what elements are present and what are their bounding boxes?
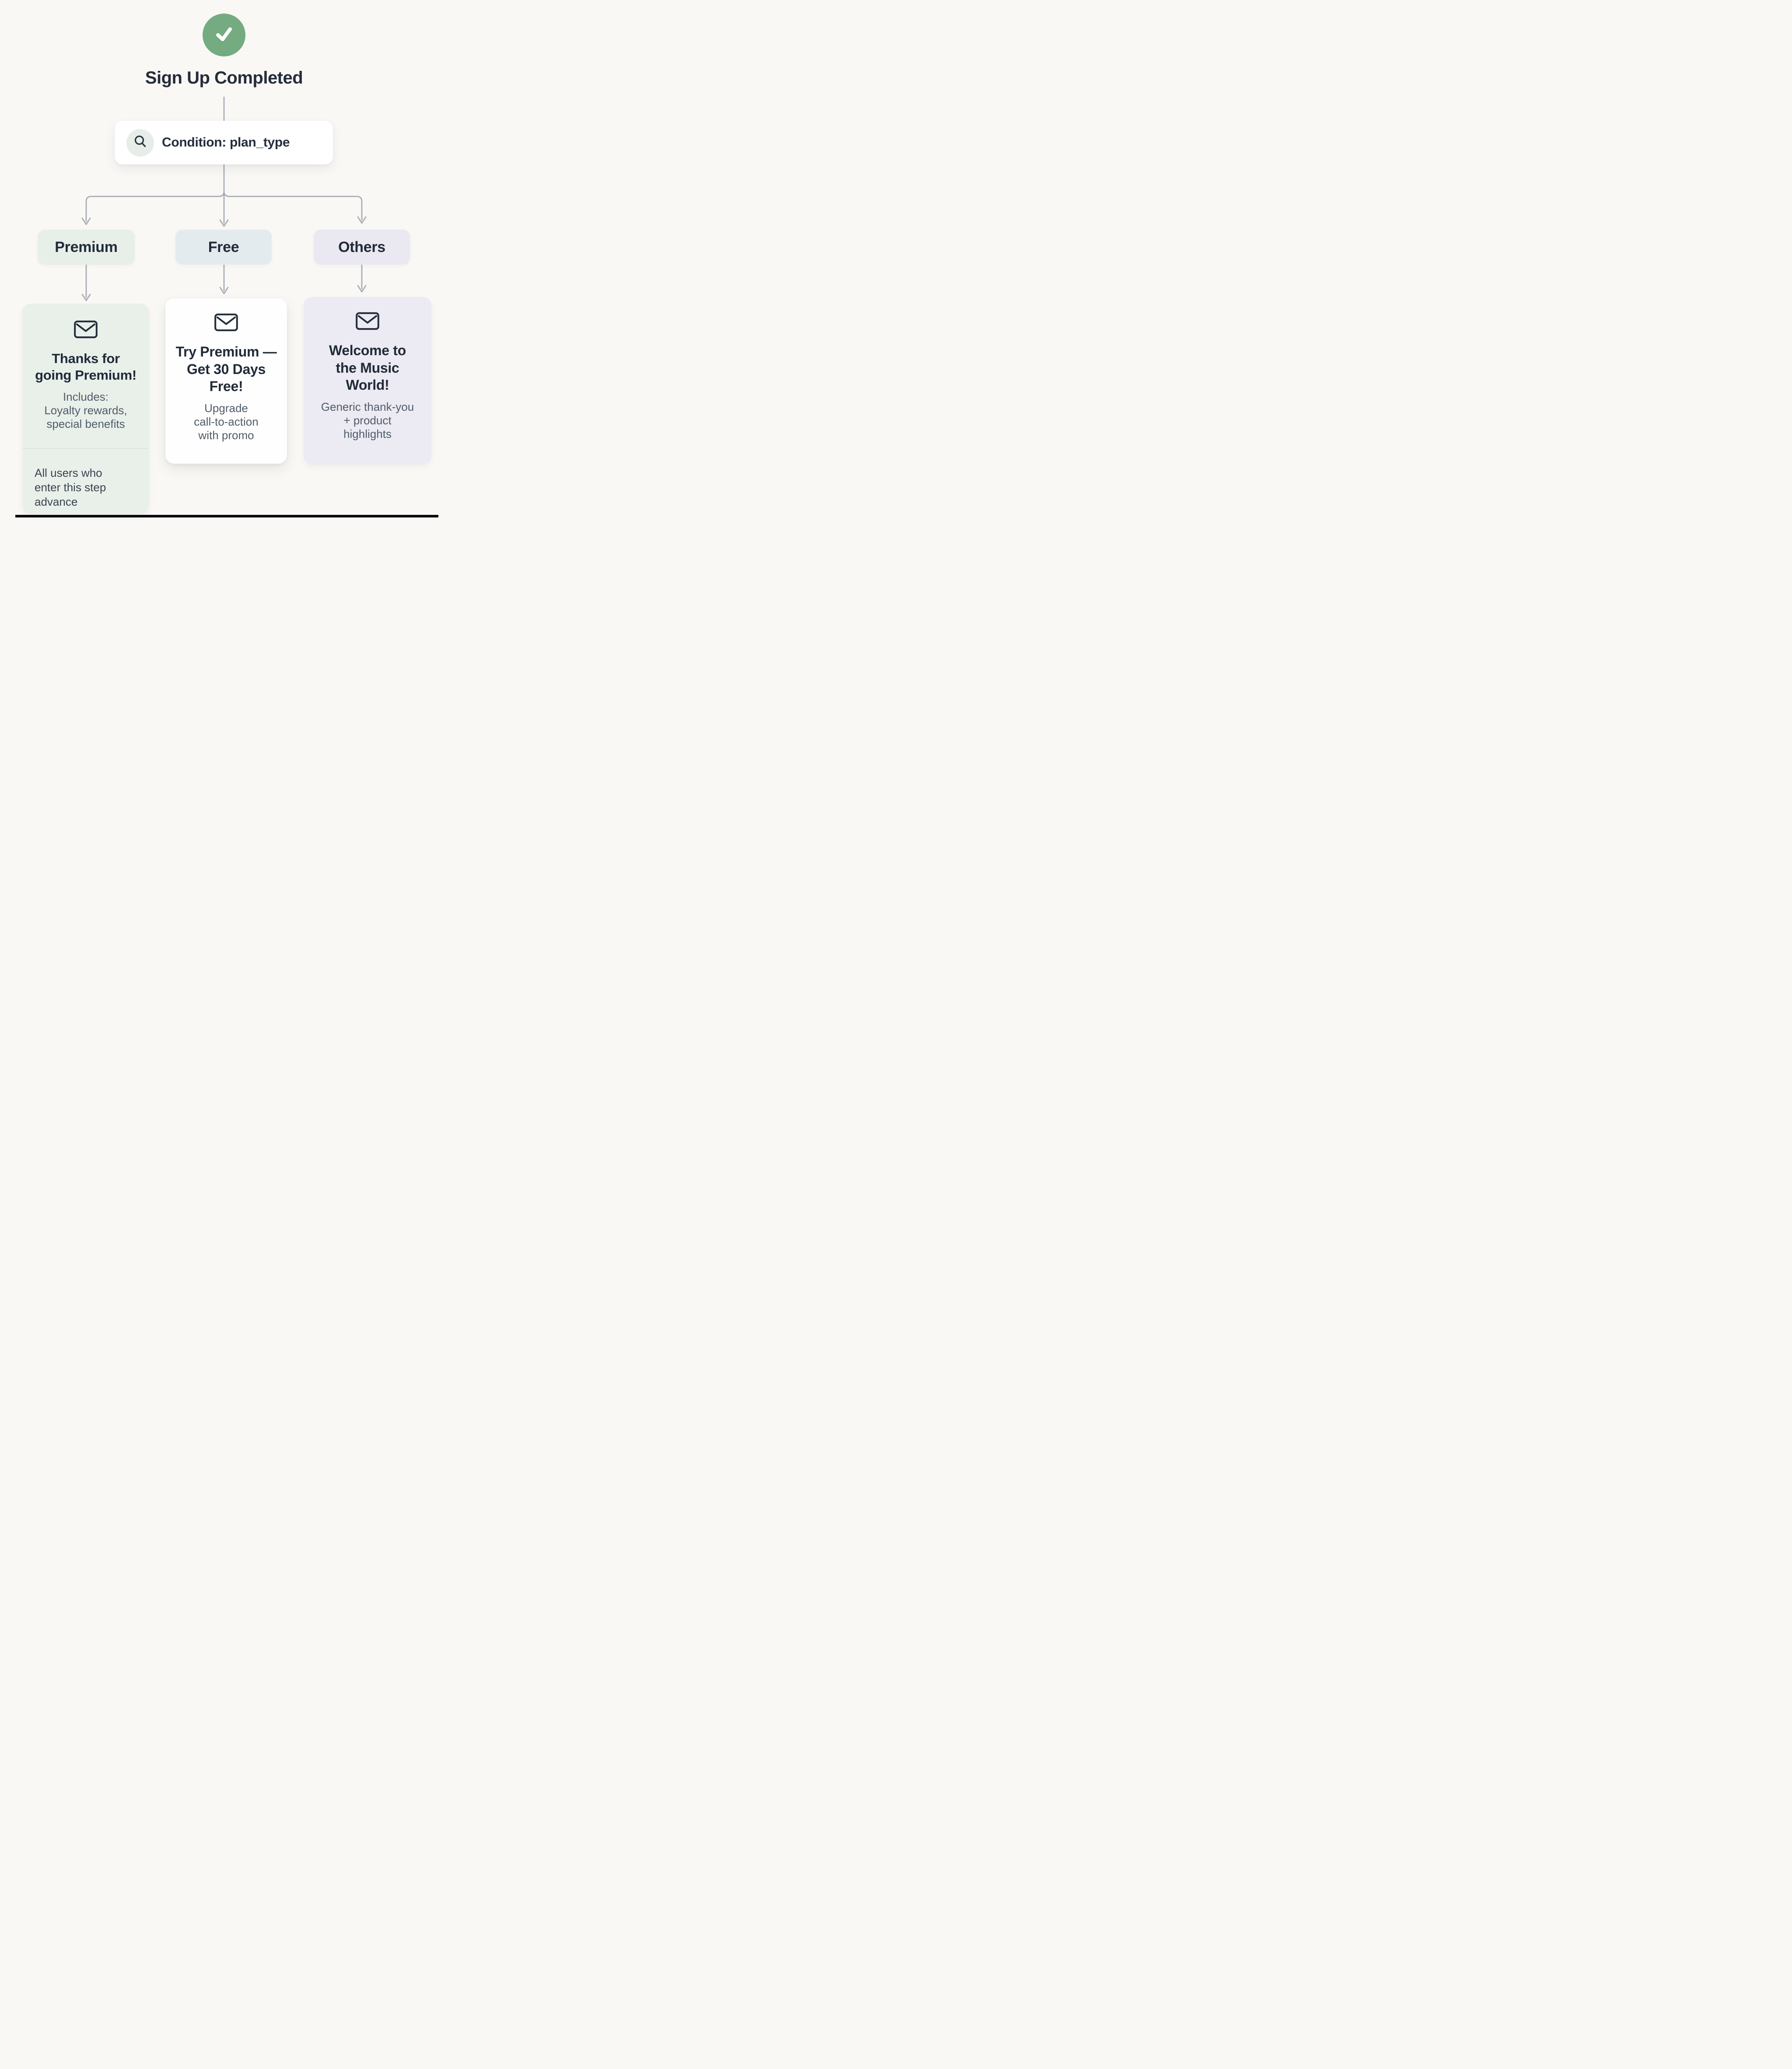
check-icon [210, 21, 238, 50]
connector-branch-left [85, 190, 225, 222]
condition-node: Condition: plan_type [115, 121, 333, 164]
connector-branch-right [223, 190, 363, 221]
branch-badge-free: Free [175, 230, 272, 265]
arrowhead-others-card [357, 285, 367, 293]
email-description: Upgrade call-to-action with promo [194, 402, 259, 442]
trigger-label: Sign Up Completed [145, 68, 303, 87]
email-card-others: Welcome to the Music World! Generic than… [304, 297, 431, 465]
bottom-bar [15, 515, 438, 517]
envelope-icon [74, 320, 98, 341]
branch-badge-premium: Premium [38, 230, 135, 265]
email-card-free: Try Premium — Get 30 Days Free! Upgrade … [165, 298, 287, 464]
branch-badge-others: Others [314, 230, 410, 265]
arrowhead-right [357, 216, 367, 224]
arrowhead-middle [219, 219, 229, 227]
email-note: All users who enter this step advance [35, 466, 106, 509]
branch-badge-premium-label: Premium [55, 238, 118, 255]
envelope-icon [214, 313, 238, 334]
envelope-icon [355, 312, 380, 332]
email-title: Try Premium — Get 30 Days Free! [175, 344, 277, 395]
branch-badge-free-label: Free [208, 238, 239, 255]
email-description: Generic thank-you + product highlights [321, 400, 414, 441]
trigger-success-badge [203, 14, 245, 56]
email-title: Thanks for going Premium! [35, 351, 136, 383]
arrowhead-left [81, 217, 91, 225]
search-icon-circle [126, 129, 154, 157]
branch-badge-others-label: Others [338, 238, 385, 255]
email-title: Welcome to the Music World! [329, 343, 406, 393]
card-divider [22, 448, 149, 449]
email-description: Includes: Loyalty rewards, special benef… [44, 390, 127, 431]
flow-diagram: Sign Up Completed Condition: plan_type P… [0, 0, 448, 517]
arrowhead-free-card [219, 287, 229, 294]
condition-label: Condition: plan_type [162, 135, 290, 150]
search-icon [133, 134, 148, 152]
email-card-premium: Thanks for going Premium! Includes: Loya… [22, 304, 149, 514]
arrowhead-premium-card [81, 294, 91, 301]
